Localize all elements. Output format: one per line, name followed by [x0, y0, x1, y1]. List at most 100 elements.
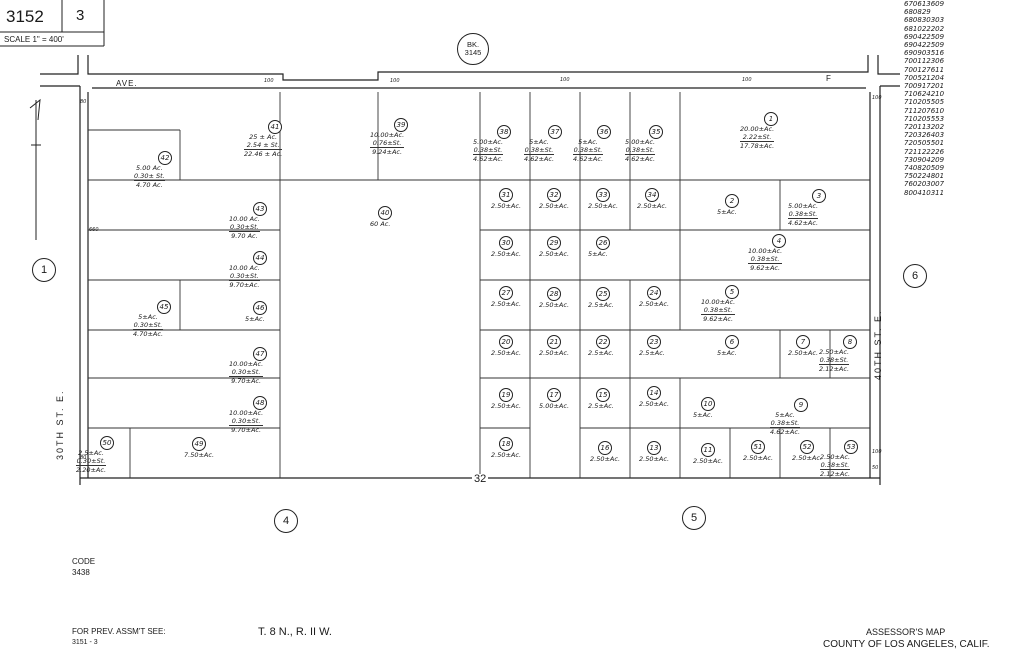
- parcel-acreage: 2.5±Ac.0.30±St.2.20±Ac.: [76, 449, 107, 475]
- parcel-number: 44: [253, 251, 267, 265]
- parcel-acreage: 2.5±Ac.: [588, 349, 614, 357]
- right-dimension: 100: [872, 95, 882, 101]
- parcel-number: 22: [596, 335, 610, 349]
- parcel-number: 24: [647, 286, 661, 300]
- township-range: T. 8 N., R. II W.: [258, 626, 332, 638]
- parcel-acreage: 2.50±Ac.: [491, 349, 522, 357]
- parcel-acreage: 5±Ac.: [717, 208, 737, 216]
- parcel-acreage: 5±Ac.0.30±St.4.70±Ac.: [133, 313, 164, 339]
- parcel-number: 18: [499, 437, 513, 451]
- code-value: 3438: [72, 568, 90, 577]
- parcel-number: 21: [547, 335, 561, 349]
- parcel-number: 5: [725, 285, 739, 299]
- parcel-number: 49: [192, 437, 206, 451]
- parcel-acreage: 2.50±Ac.: [743, 454, 774, 462]
- parcel-number: 26: [596, 236, 610, 250]
- parcel-acreage: 25 ± Ac.2.54 ± St.22.46 ± Ac.: [244, 133, 283, 159]
- parcel-acreage: 2.50±Ac.: [491, 402, 522, 410]
- parcel-number: 35: [649, 125, 663, 139]
- revision-list: 670613609 680829 680830303 681022202 690…: [904, 0, 945, 197]
- parcel-acreage: 2.5±Ac.: [588, 301, 614, 309]
- adjacent-map-bottom-right: 5: [682, 506, 706, 530]
- parcel-acreage: 5.00±Ac.: [539, 402, 570, 410]
- parcel-number: 16: [598, 441, 612, 455]
- top-dimension: 100: [742, 77, 752, 83]
- parcel-acreage: 10.00 Ac.0.30±St.9.70 Ac.: [229, 215, 260, 241]
- parcel-acreage: 2.50±Ac.: [491, 250, 522, 258]
- parcel-number: 1: [764, 112, 778, 126]
- parcel-number: 42: [158, 151, 172, 165]
- parcel-number: 8: [843, 335, 857, 349]
- parcel-acreage: 5.00±Ac.0.38±St.4.62±Ac.: [788, 202, 819, 228]
- section-number: 32: [472, 473, 489, 485]
- parcel-number: 23: [647, 335, 661, 349]
- parcel-number: 32: [547, 188, 561, 202]
- adjacent-map-bottom-left: 4: [274, 509, 298, 533]
- parcel-acreage: 7.50±Ac.: [184, 451, 215, 459]
- parcel-acreage: 2.50±Ac.0.38±St.2.12±Ac.: [820, 453, 851, 479]
- parcel-acreage: 10.00±Ac.0.38±St.9.62±Ac.: [701, 298, 736, 324]
- parcel-acreage: 2.50±Ac.: [693, 457, 724, 465]
- adjacent-map-left: 1: [32, 258, 56, 282]
- map-number: 3152: [6, 7, 44, 26]
- parcel-acreage: 2.50±Ac.: [590, 455, 621, 463]
- parcel-acreage: 10.00±Ac.0.76±St.9.24±Ac.: [370, 131, 405, 157]
- parcel-acreage: 2.50±Ac.: [588, 202, 619, 210]
- left-dimension: 660: [89, 227, 99, 233]
- parcel-acreage: 2.50±Ac.: [539, 250, 570, 258]
- parcel-number: 10: [701, 397, 715, 411]
- parcel-acreage: 5.00 Ac.0.30± St.4.70 Ac.: [134, 164, 165, 190]
- parcel-acreage: 5±Ac.: [693, 411, 713, 419]
- previous-assessment-value: 3151 - 3: [72, 639, 98, 646]
- parcel-acreage: 2.50±Ac.: [539, 349, 570, 357]
- parcel-number: 51: [751, 440, 765, 454]
- left-dimension: 80: [80, 99, 87, 105]
- parcel-number: 33: [596, 188, 610, 202]
- parcel-acreage: 2.5±Ac.: [639, 349, 665, 357]
- parcel-number: 31: [499, 188, 513, 202]
- parcel-number: 50: [100, 436, 114, 450]
- code-label: CODE: [72, 557, 96, 566]
- parcel-number: 17: [547, 388, 561, 402]
- left-street-label: 30TH ST. E.: [55, 389, 65, 460]
- parcel-number: 45: [157, 300, 171, 314]
- avenue-suffix: F: [826, 74, 831, 83]
- right-dimension: 50: [872, 465, 879, 471]
- book-reference: BK.3145: [457, 33, 489, 65]
- parcel-number: 19: [499, 388, 513, 402]
- parcel-number: 39: [394, 118, 408, 132]
- parcel-number: 40: [378, 206, 392, 220]
- parcel-acreage: 5.00±Ac.0.38±St.4.62±Ac.: [473, 138, 504, 164]
- parcel-number: 43: [253, 202, 267, 216]
- parcel-acreage: 2.50±Ac.: [639, 400, 670, 408]
- parcel-acreage: 20.00±Ac.2.22±St.17.78±Ac.: [740, 125, 775, 151]
- parcel-acreage: 2.50±Ac.: [539, 301, 570, 309]
- parcel-number: 34: [645, 188, 659, 202]
- parcel-number: 41: [268, 120, 282, 134]
- previous-assessment-label: FOR PREV. ASSM'T SEE:: [72, 627, 166, 636]
- parcel-acreage: 5.00±Ac.0.38±St.4.62±Ac.: [625, 138, 656, 164]
- top-dimension: 100: [264, 78, 274, 84]
- parcel-number: 29: [547, 236, 561, 250]
- parcel-acreage: 2.50±Ac.: [491, 300, 522, 308]
- parcel-acreage: 5±Ac.0.38±St.4.62±Ac.: [770, 411, 801, 437]
- right-street-label: 40TH ST. E.: [873, 309, 883, 380]
- parcel-number: 11: [701, 443, 715, 457]
- parcel-acreage: 2.50±Ac.: [491, 202, 522, 210]
- top-dimension: 100: [390, 78, 400, 84]
- parcel-acreage: 5±Ac.0.38±St.4.62±Ac.: [573, 138, 604, 164]
- parcel-number: 47: [253, 347, 267, 361]
- assessor-map-title: ASSESSOR'S MAP: [866, 627, 946, 637]
- top-dimension: 100: [560, 77, 570, 83]
- parcel-acreage: 2.50±Ac.: [788, 349, 819, 357]
- parcel-acreage: 5±Ac.0.38±St.4.62±Ac.: [524, 138, 555, 164]
- parcel-number: 36: [597, 125, 611, 139]
- parcel-number: 28: [547, 287, 561, 301]
- parcel-acreage: 2.50±Ac.: [792, 454, 823, 462]
- parcel-number: 38: [497, 125, 511, 139]
- parcel-acreage: 2.50±Ac.: [639, 455, 670, 463]
- adjacent-map-right: 6: [903, 264, 927, 288]
- parcel-number: 4: [772, 234, 786, 248]
- parcel-number: 6: [725, 335, 739, 349]
